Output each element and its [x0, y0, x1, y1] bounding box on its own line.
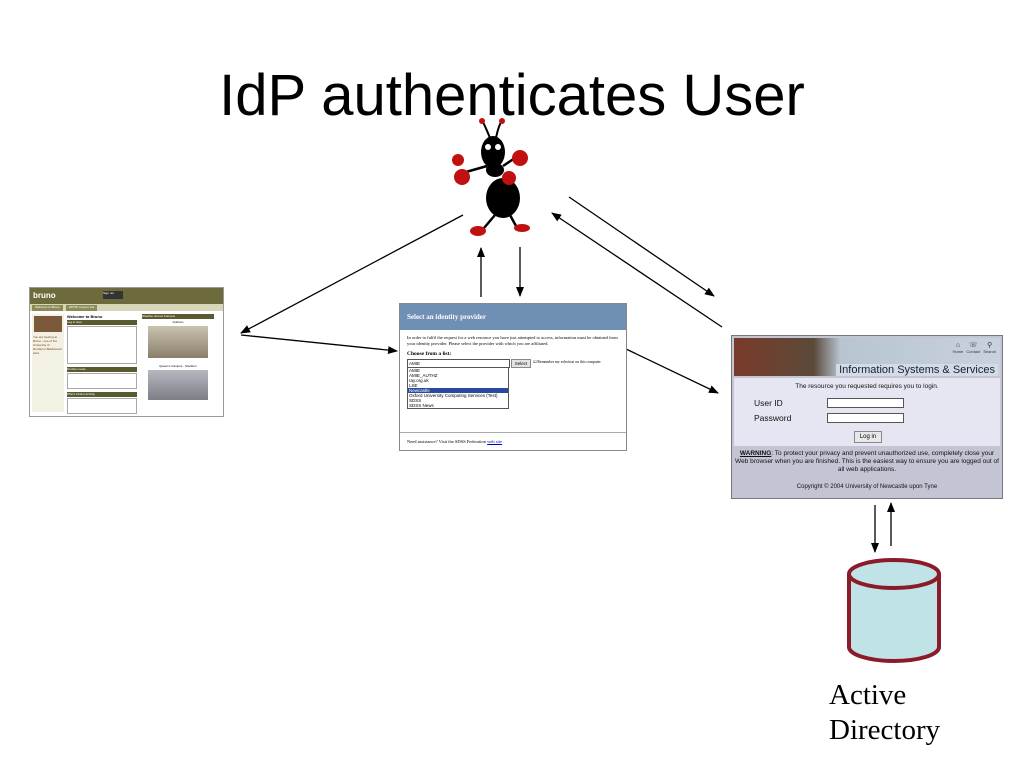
idp-select-button[interactable]: Select [511, 359, 531, 368]
login-banner-title: Information Systems & Services [836, 364, 998, 376]
arrow-idp-to-ant [551, 212, 723, 328]
toolbar-contact[interactable]: ☏Contact [966, 342, 980, 354]
database-cylinder-icon [847, 558, 941, 663]
idp-remember-option[interactable]: ☑ Remember my selection on this computer [533, 359, 601, 365]
ad-label-line2: Directory [829, 714, 941, 746]
password-field[interactable] [827, 413, 904, 423]
idp-option[interactable]: SDSS [409, 398, 422, 403]
idp-option[interactable]: ray.org.uk [409, 378, 429, 383]
bruno-weather-photo-stockton [148, 370, 208, 400]
password-label: Password [754, 413, 792, 423]
login-form: The resource you requested requires you … [734, 378, 1000, 446]
bruno-left-text: You are looking at Bruno - one of the Un… [33, 335, 62, 355]
bruno-portal-screenshot: bruno Sign out Welcome to Bruno IdP/SP s… [29, 287, 224, 417]
remember-checkbox-icon[interactable]: ☑ [533, 360, 537, 364]
bruno-login-box [67, 326, 137, 364]
idp-selector-header: Select an identity provider [400, 304, 626, 330]
toolbar-home[interactable]: ⌂Home [953, 342, 964, 354]
idp-choose-label: Choose from a list: [407, 351, 452, 357]
userid-field[interactable] [827, 398, 904, 408]
bruno-middle-column: Welcome to Bruno Log in here Durham news… [67, 314, 137, 416]
arrow-ant-to-idp [568, 196, 715, 297]
slide-title: IdP authenticates User [219, 63, 805, 128]
idp-login-screenshot: ⌂Home ☏Contact ⚲Search Information Syste… [731, 335, 1003, 499]
bruno-right-column: Weather across Campus Durham Queen's Cam… [142, 314, 214, 402]
bruno-left-column: You are looking at Bruno - one of the Un… [32, 314, 64, 412]
bruno-status-header: Who's Online Activity [67, 392, 137, 397]
bruno-signout-button[interactable]: Sign out [103, 291, 123, 299]
idp-option[interactable]: SDSS News [409, 403, 434, 408]
idp-options-list[interactable]: AMIE AMIE_AUTHZ ray.org.uk LSE Newcastle… [407, 367, 509, 409]
login-copyright: Copyright © 2004 University of Newcastle… [796, 484, 938, 490]
idp-option-highlighted[interactable]: Newcastle [408, 388, 508, 393]
arrow-selector-to-idp [625, 348, 719, 394]
bruno-login-header: Log in here [67, 320, 137, 325]
bruno-header: bruno Sign out [30, 288, 223, 304]
footer-text: Need assistance? Visit the SDSS Federati… [407, 439, 487, 444]
bruno-status-box [67, 398, 137, 414]
idp-dropdown[interactable]: AMIE [407, 359, 510, 368]
idp-option[interactable]: AMIE [409, 368, 421, 373]
bruno-weather-site1: Durham [172, 320, 184, 324]
idp-selector-intro: In order to fulfil the request for a web… [407, 335, 618, 346]
login-warning: WARNING: To protect your privacy and pre… [734, 450, 1000, 474]
bruno-weather-photo-durham [148, 326, 208, 358]
bruno-weather-header: Weather across Campus [142, 314, 214, 319]
idp-selector-screenshot: Select an identity provider In order to … [399, 303, 627, 451]
footer-link[interactable]: web site [487, 439, 503, 444]
toolbar-search[interactable]: ⚲Search [983, 342, 996, 354]
search-icon: ⚲ [987, 342, 993, 349]
toolbar-search-label: Search [983, 349, 996, 354]
toolbar-contact-label: Contact [966, 349, 981, 354]
ad-label-line1: Active [829, 679, 907, 711]
bruno-tab-welcome[interactable]: Welcome to Bruno [32, 305, 63, 311]
active-directory-label: Active Directory [829, 678, 940, 748]
arrow-ant-to-sp [240, 214, 464, 334]
login-toolbar: ⌂Home ☏Contact ⚲Search [951, 342, 996, 354]
warning-label: WARNING [739, 450, 772, 457]
login-banner: ⌂Home ☏Contact ⚲Search Information Syste… [734, 338, 1000, 376]
userid-label: User ID [754, 398, 783, 408]
bruno-logo: bruno [33, 291, 56, 300]
bruno-weather-site2: Queen's Campus - Stockton [159, 364, 197, 368]
bruno-news-header: Durham news [67, 367, 137, 372]
idp-option[interactable]: Oxford University Computing Services (Te… [409, 393, 498, 398]
login-button[interactable]: Log in [854, 431, 882, 443]
idp-option[interactable]: AMIE_AUTHZ [409, 373, 438, 378]
login-message: The resource you requested requires you … [795, 383, 939, 390]
ant-mascot-icon [452, 118, 530, 236]
arrow-sp-to-selector [240, 334, 398, 355]
bruno-news-box [67, 373, 137, 389]
toolbar-home-label: Home [952, 349, 964, 354]
remember-label: Remember my selection on this computer [537, 360, 601, 364]
contact-icon: ☏ [968, 342, 978, 349]
bruno-left-image [34, 316, 62, 332]
bruno-tab-support[interactable]: IdP/SP support site [65, 305, 98, 311]
idp-selector-footer: Need assistance? Visit the SDSS Federati… [400, 432, 626, 450]
home-icon: ⌂ [955, 342, 961, 349]
bruno-welcome-heading: Welcome to Bruno [67, 314, 103, 319]
warning-text: : To protect your privacy and prevent un… [735, 450, 999, 473]
idp-option[interactable]: LSE [409, 383, 418, 388]
bruno-tabs: Welcome to Bruno IdP/SP support site [30, 304, 223, 311]
